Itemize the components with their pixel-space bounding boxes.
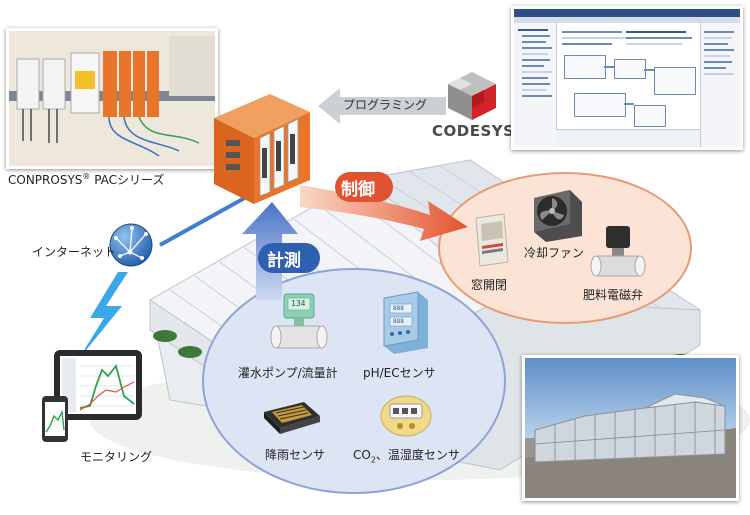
greenhouse-photo-image [525, 358, 736, 498]
globe-icon [109, 223, 153, 267]
co2-subscript: 2 [370, 455, 376, 465]
codesys-ide-screenshot [511, 6, 743, 150]
valve-label: 肥料電磁弁 [583, 288, 644, 302]
control-label: 制御 [341, 180, 375, 200]
co2-sensor-icon [380, 395, 432, 437]
codesys-logo-text: CODESYS [432, 122, 515, 140]
flow-meter-icon [270, 293, 328, 349]
ph-label: pH/ECセンサ [363, 366, 436, 380]
ph-display-a: 888 [393, 305, 404, 312]
window-controller-icon [475, 213, 509, 267]
monitoring-label: モニタリング [80, 450, 153, 464]
programming-arrow [318, 88, 446, 124]
control-badge [335, 172, 393, 202]
pac-cabinet-image [9, 31, 215, 166]
pac-series-name: CONPROSYS [8, 173, 83, 187]
measure-label: 計測 [267, 251, 301, 271]
internet-label: インターネット [32, 245, 117, 259]
programming-label: プログラミング [343, 98, 428, 112]
pac-series-suffix: PACシリーズ [90, 173, 165, 187]
ph-ec-sensor-icon [383, 291, 428, 354]
codesys-cube-icon [448, 72, 496, 120]
pump-label: 灌水ポンプ/流量計 [238, 366, 338, 380]
pac-series-label: CONPROSYS® PACシリーズ [8, 171, 164, 188]
measure-badge [258, 243, 320, 273]
co2-prefix: CO [353, 448, 371, 462]
ph-display-b: 888 [393, 318, 404, 325]
solenoid-valve-icon [590, 226, 646, 277]
flow-meter-display: 134 [291, 299, 306, 308]
pac-device [214, 94, 310, 204]
fan-label: 冷却ファン [524, 246, 585, 260]
monitoring-devices [42, 350, 142, 442]
sensor-area [202, 268, 506, 494]
rain-label: 降雨センサ [265, 448, 326, 462]
pac-photo [6, 28, 218, 169]
greenhouse-photo [522, 355, 739, 501]
window-label: 窓開閉 [471, 278, 508, 292]
co2-suffix: 、温湿度センサ [375, 448, 460, 462]
rain-sensor-icon [264, 402, 320, 434]
pac-registered-mark: ® [82, 172, 91, 181]
cooling-fan-icon [534, 190, 582, 242]
co2-label: CO2、温湿度センサ [353, 446, 460, 464]
